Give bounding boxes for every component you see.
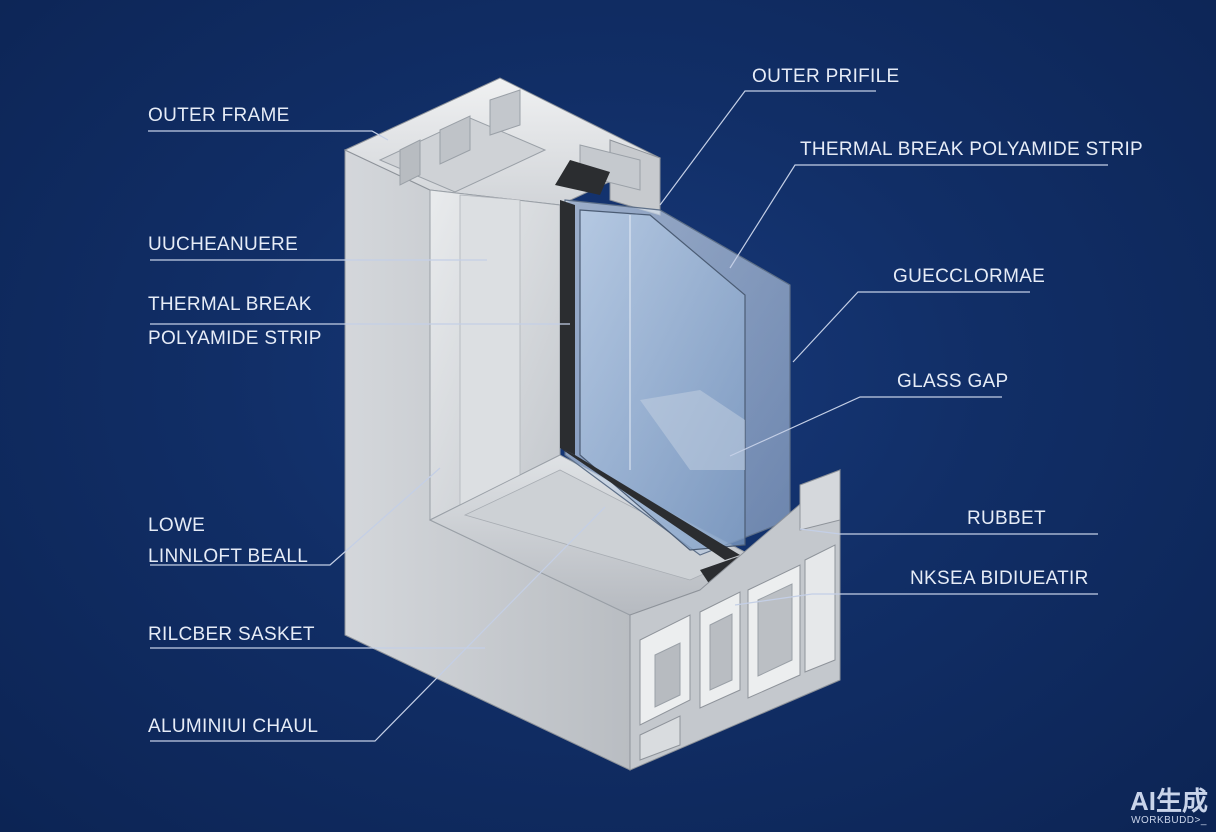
label-gueccl: GUECCLORMAE <box>893 266 1046 287</box>
label-rubber-gasket: RILCBER SASKET <box>148 624 315 645</box>
leader-rubbet <box>799 528 1098 535</box>
label-outer-profile: OUTER PRIFILE <box>752 66 900 87</box>
label-nksea: NKSEA BIDIUEATIR <box>910 568 1089 589</box>
label-thermal-break-line1: THERMAL BREAK <box>148 294 312 315</box>
leader-lowe <box>150 467 441 566</box>
label-lowe-line1: LOWE <box>148 515 206 536</box>
outer-frame-body <box>343 77 762 771</box>
watermark-main: AI生成 <box>1129 786 1208 816</box>
label-aluminium: ALUMINIUI CHAUL <box>148 716 319 737</box>
leader-aluminium <box>150 506 606 742</box>
label-rubbet: RUBBET <box>967 508 1046 529</box>
label-lowe-line2: LINNLOFT BEALL <box>148 546 309 567</box>
watermark-sub: WORKBUDD>_ <box>1131 815 1207 826</box>
leader-thermal-break-right <box>729 164 1108 269</box>
leader-nksea <box>734 593 1098 606</box>
label-outer-frame: OUTER FRAME <box>148 105 290 126</box>
watermark: AI生成 WORKBUDD>_ <box>1130 787 1208 826</box>
label-glass-gap: GLASS GAP <box>897 371 1009 392</box>
glass-units <box>564 199 791 556</box>
leader-outer-profile <box>659 90 876 206</box>
label-thermal-break-strip-right: THERMAL BREAK POLYAMIDE STRIP <box>800 139 1144 160</box>
leader-gueccl <box>792 291 1030 363</box>
leader-outer-frame <box>148 130 389 141</box>
leader-glass-gap <box>729 396 1002 457</box>
sill-profile <box>629 468 841 771</box>
leader-lines <box>148 90 1108 742</box>
label-uuchenauere: UUCHEANUERE <box>148 234 299 255</box>
label-thermal-break-line2: POLYAMIDE STRIP <box>148 328 322 349</box>
